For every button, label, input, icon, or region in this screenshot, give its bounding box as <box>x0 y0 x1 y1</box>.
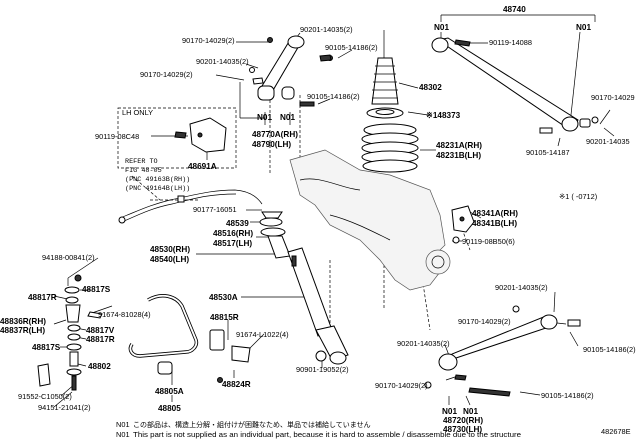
stabilizer-link <box>37 274 103 391</box>
label-90170-14029-b: 90170-14029(2) <box>140 70 193 79</box>
spring-bumper <box>366 57 404 119</box>
axle-housing <box>289 149 451 291</box>
label-48530: 48530(RH) <box>150 245 190 254</box>
label-refer-fig: FIG 48-05 <box>125 167 162 175</box>
footer-en-code: N01 <box>116 430 130 439</box>
label-48817v: 48817V <box>86 326 115 335</box>
label-48730: 48730(LH) <box>443 425 482 434</box>
label-refer-pnc-lh: (PNC 49164B(LH)) <box>125 185 190 193</box>
label-90201-14035-b: 90201-14035(2) <box>196 57 249 66</box>
label-refer-pnc-rh: (PNC 49163B(RH)) <box>125 176 190 184</box>
label-90170-14029-d: 90170-14029(2) <box>458 317 511 326</box>
label-90119-08b50: 90119-08B50(6) <box>462 237 515 246</box>
label-90170-14029-a: 90170-14029(2) <box>182 36 235 45</box>
label-90901-19052: 90901-19052(2) <box>296 365 349 374</box>
label-48817r-b: 48817R <box>86 335 115 344</box>
label-n01-c: N01 <box>434 23 449 32</box>
label-48815r: 48815R <box>210 313 239 322</box>
label-48802: 48802 <box>88 362 111 371</box>
label-48517: 48517(LH) <box>213 239 252 248</box>
label-48770a: 48770A(RH) <box>252 130 298 139</box>
label-91674-l1022: 91674-L1022(4) <box>236 330 289 339</box>
label-48817s-b: 48817S <box>32 343 61 352</box>
label-48691a: 48691A <box>188 162 217 171</box>
label-48817r-a: 48817R <box>28 293 57 302</box>
label-90170-14029-c: 90170-14029 <box>591 93 635 102</box>
label-94151-21041: 94151-21041(2) <box>38 403 91 412</box>
label-90105-14186-c: 90105-14186(2) <box>583 345 636 354</box>
label-48302: 48302 <box>419 83 442 92</box>
label-n01-d: N01 <box>576 23 591 32</box>
label-48341b: 48341B(LH) <box>472 219 517 228</box>
label-n01-b: N01 <box>280 113 295 122</box>
label-note-range: ※1 ( -0712) <box>559 192 597 201</box>
label-90201-14035-c: 90201-14035 <box>586 137 630 146</box>
footer-jp-text: この部品は、構造上分解・組付けが困難なため、単品では補給していません <box>133 420 371 429</box>
label-refer-to: REFER TO <box>125 158 158 166</box>
label-90201-14035-d: 90201-14035(2) <box>495 283 548 292</box>
shock-absorber <box>259 211 349 365</box>
footer-notes: N01 この部品は、構造上分解・組付けが困難なため、単品では補給していません N… <box>116 420 631 439</box>
label-90105-14186-b: 90105-14186(2) <box>307 92 360 101</box>
label-48836r: 48836R(RH) <box>0 317 46 326</box>
label-48540: 48540(LH) <box>150 255 189 264</box>
label-90105-14186-a: 90105-14186(2) <box>325 43 378 52</box>
label-91552-c1050: 91552-C1050(2) <box>18 392 72 401</box>
label-48530a: 48530A <box>209 293 238 302</box>
footer-en-text: This part is not supplied as an individu… <box>133 430 521 439</box>
label-48720: 48720(RH) <box>443 416 483 425</box>
label-48373: ※148373 <box>426 111 461 120</box>
stabilizer-bar <box>128 294 251 383</box>
label-48231b: 48231B(LH) <box>436 151 481 160</box>
label-94188-00841: 94188-00841(2) <box>42 253 95 262</box>
label-48341a: 48341A(RH) <box>472 209 518 218</box>
label-lh-only: LH ONLY <box>122 108 153 117</box>
bump-stop-bracket <box>451 205 475 244</box>
label-48231a: 48231A(RH) <box>436 141 482 150</box>
diagram-id: 482678E <box>601 427 631 436</box>
label-90119-08c48: 90119-08C48 <box>95 132 139 141</box>
footer-jp-code: N01 <box>116 420 130 429</box>
label-90119-14088: 90119-14088 <box>489 38 532 47</box>
abs-tube <box>118 189 263 224</box>
label-48790: 48790(LH) <box>252 140 291 149</box>
lateral-control-rod <box>431 37 599 134</box>
label-48805a: 48805A <box>155 387 184 396</box>
label-90201-14035-e: 90201-14035(2) <box>397 339 450 348</box>
label-48740: 48740 <box>503 5 526 14</box>
label-90170-14029-e: 90170-14029(2) <box>375 381 428 390</box>
label-48539: 48539 <box>226 219 249 228</box>
lh-only-box <box>117 107 237 169</box>
label-90201-14035-a: 90201-14035(2) <box>300 25 353 34</box>
upper-control-arm <box>249 35 333 107</box>
label-48824r: 48824R <box>222 380 251 389</box>
label-48805: 48805 <box>158 404 181 413</box>
coil-spring <box>361 123 419 173</box>
label-90105-14186-d: 90105-14186(2) <box>541 391 594 400</box>
label-48817s-a: 48817S <box>82 285 111 294</box>
lower-control-arm <box>424 305 581 397</box>
part-labels: 90170-14029(2) 90201-14035(2) 90105-1418… <box>0 5 636 434</box>
label-n01-a: N01 <box>257 113 272 122</box>
label-48837r: 48837R(LH) <box>0 326 45 335</box>
label-48516: 48516(RH) <box>213 229 253 238</box>
label-90105-14187: 90105-14187 <box>526 148 570 157</box>
label-n01-f: N01 <box>463 407 478 416</box>
label-91674-81028: 91674-81028(4) <box>98 310 151 319</box>
label-90177-16051: 90177-16051 <box>193 205 237 214</box>
label-n01-e: N01 <box>442 407 457 416</box>
